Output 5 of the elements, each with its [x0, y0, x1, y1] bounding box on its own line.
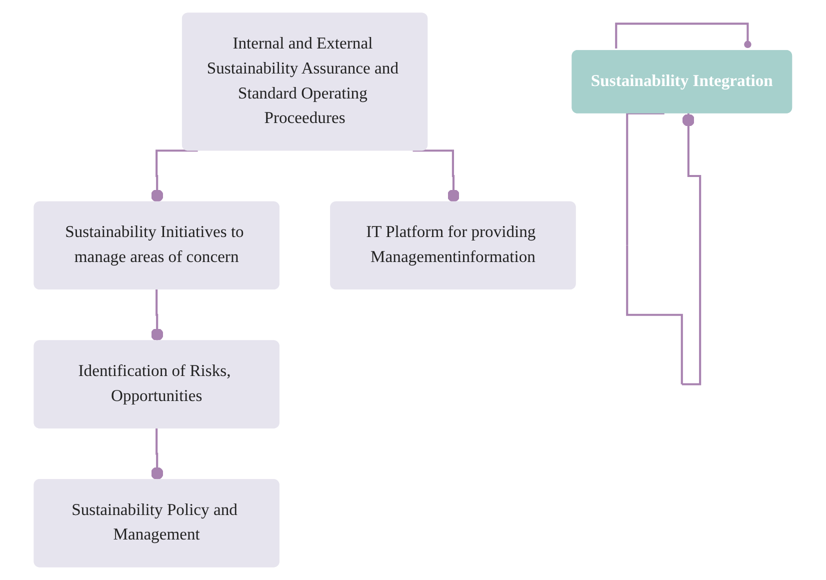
connector: [412, 150, 460, 202]
connector: [150, 150, 198, 202]
connector: [150, 427, 164, 480]
connector-loop: [615, 22, 752, 49]
connector: [150, 288, 164, 342]
